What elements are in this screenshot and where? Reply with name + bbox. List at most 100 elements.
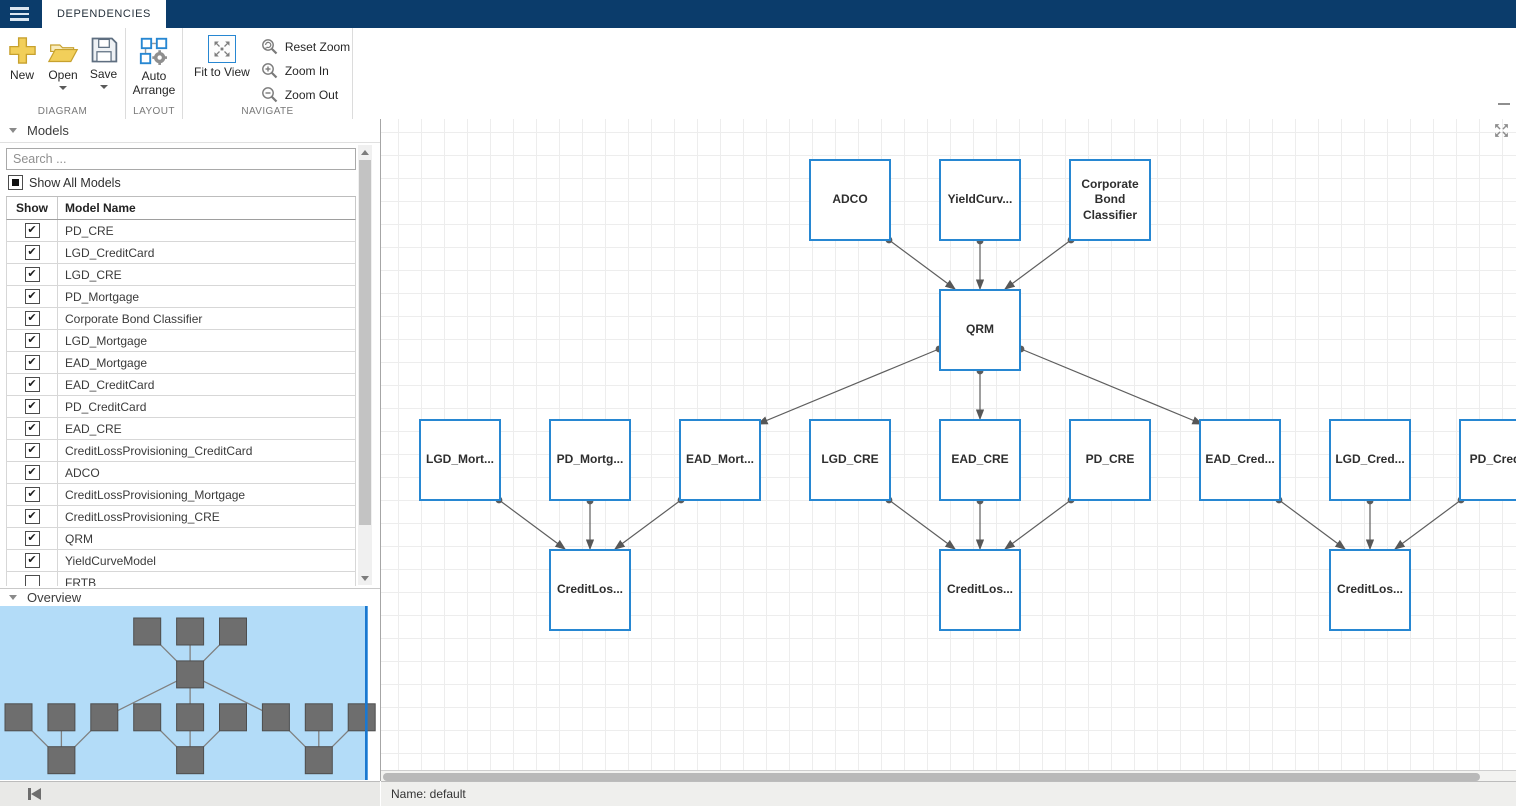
node-PD_Mortgage[interactable]: PD_Mortg... bbox=[549, 419, 631, 501]
fit-to-view-button[interactable]: Fit to View bbox=[191, 35, 253, 80]
collapse-arrow-icon bbox=[9, 595, 17, 600]
checkbox-checked-icon[interactable] bbox=[24, 245, 40, 260]
table-row[interactable]: CreditLossProvisioning_CRE bbox=[6, 506, 356, 528]
minimap-node bbox=[47, 703, 76, 732]
table-row[interactable]: EAD_Mortgage bbox=[6, 352, 356, 374]
ribbon-toolbar: New Open Save DIAGRAM bbox=[0, 28, 1516, 128]
table-row[interactable]: PD_Mortgage bbox=[6, 286, 356, 308]
auto-arrange-button[interactable]: Auto Arrange bbox=[126, 35, 182, 98]
zoom-in-icon bbox=[261, 63, 278, 79]
table-row[interactable]: EAD_CRE bbox=[6, 418, 356, 440]
table-row[interactable]: ADCO bbox=[6, 462, 356, 484]
node-EAD_CreditCard[interactable]: EAD_Cred... bbox=[1199, 419, 1281, 501]
chevron-down-icon[interactable] bbox=[59, 85, 67, 90]
checkbox-checked-icon[interactable] bbox=[24, 289, 40, 304]
checkbox-checked-icon[interactable] bbox=[24, 333, 40, 348]
model-name: LGD_CreditCard bbox=[57, 242, 355, 263]
dependency-edge bbox=[1004, 239, 1072, 290]
new-button[interactable]: New bbox=[4, 35, 41, 83]
table-row[interactable]: CreditLossProvisioning_CreditCard bbox=[6, 440, 356, 462]
node-EAD_Mortgage[interactable]: EAD_Mort... bbox=[679, 419, 761, 501]
collapse-ribbon-icon[interactable] bbox=[1497, 103, 1511, 128]
scrollbar-thumb[interactable] bbox=[359, 160, 371, 525]
node-CLP_CreditCard[interactable]: CreditLos... bbox=[1329, 549, 1411, 631]
zoom-in-button[interactable]: Zoom In bbox=[261, 61, 350, 81]
scroll-up-icon[interactable] bbox=[358, 145, 372, 159]
table-row[interactable]: LGD_CRE bbox=[6, 264, 356, 286]
group-label-diagram: DIAGRAM bbox=[37, 106, 88, 117]
models-panel-header[interactable]: Models bbox=[0, 119, 380, 143]
zoom-out-icon bbox=[261, 87, 278, 103]
statusbar: Name: default bbox=[381, 781, 1516, 806]
table-row[interactable]: PD_CRE bbox=[6, 220, 356, 242]
canvas-hscrollbar[interactable] bbox=[381, 770, 1516, 782]
table-row[interactable]: Corporate Bond Classifier bbox=[6, 308, 356, 330]
node-ADCO[interactable]: ADCO bbox=[809, 159, 891, 241]
table-row[interactable]: EAD_CreditCard bbox=[6, 374, 356, 396]
table-row[interactable]: PD_CreditCard bbox=[6, 396, 356, 418]
checkbox-checked-icon[interactable] bbox=[24, 531, 40, 546]
table-row[interactable]: FRTB bbox=[6, 572, 356, 586]
save-floppy-icon bbox=[91, 37, 117, 63]
table-row[interactable]: CreditLossProvisioning_Mortgage bbox=[6, 484, 356, 506]
checkbox-checked-icon[interactable] bbox=[24, 267, 40, 282]
checkbox-checked-icon[interactable] bbox=[24, 443, 40, 458]
checkbox-checked-icon[interactable] bbox=[24, 509, 40, 524]
reset-zoom-button[interactable]: Reset Zoom bbox=[261, 37, 350, 57]
checkbox-checked-icon[interactable] bbox=[24, 377, 40, 392]
checkbox-checked-icon[interactable] bbox=[24, 223, 40, 238]
skip-to-start-icon[interactable] bbox=[28, 788, 41, 800]
model-name: EAD_Mortgage bbox=[57, 352, 355, 373]
dependency-edge bbox=[888, 239, 956, 290]
checkbox-unchecked-icon[interactable] bbox=[24, 575, 40, 586]
diagram-canvas[interactable]: ADCO YieldCurv... Corporate Bond Classifie… bbox=[381, 119, 1516, 770]
expand-fullscreen-icon[interactable] bbox=[1493, 122, 1510, 144]
new-plus-icon bbox=[8, 37, 36, 64]
checkbox-checked-icon[interactable] bbox=[24, 487, 40, 502]
models-scrollbar[interactable] bbox=[358, 145, 372, 585]
group-label-layout: LAYOUT bbox=[133, 106, 175, 117]
node-PD_CRE[interactable]: PD_CRE bbox=[1069, 419, 1151, 501]
dependency-edge bbox=[888, 499, 956, 550]
open-button[interactable]: Open bbox=[44, 35, 83, 90]
node-CLP_Mortgage[interactable]: CreditLos... bbox=[549, 549, 631, 631]
scrollbar-thumb[interactable] bbox=[383, 772, 1480, 781]
chevron-down-icon[interactable] bbox=[99, 84, 108, 89]
overview-minimap[interactable] bbox=[0, 606, 380, 780]
minimap-node bbox=[304, 703, 333, 732]
table-row[interactable]: LGD_Mortgage bbox=[6, 330, 356, 352]
table-row[interactable]: QRM bbox=[6, 528, 356, 550]
node-PD_CreditCard[interactable]: PD_Cred... bbox=[1459, 419, 1516, 501]
node-LGD_CreditCard[interactable]: LGD_Cred... bbox=[1329, 419, 1411, 501]
scroll-down-icon[interactable] bbox=[358, 571, 372, 585]
save-button[interactable]: Save bbox=[86, 35, 122, 89]
node-LGD_CRE[interactable]: LGD_CRE bbox=[809, 419, 891, 501]
node-LGD_Mortgage[interactable]: LGD_Mort... bbox=[419, 419, 501, 501]
checkbox-checked-icon[interactable] bbox=[24, 421, 40, 436]
hamburger-menu-icon[interactable] bbox=[0, 0, 38, 28]
column-model-name: Model Name bbox=[57, 197, 355, 219]
checkbox-checked-icon[interactable] bbox=[24, 465, 40, 480]
node-CLP_CRE[interactable]: CreditLos... bbox=[939, 549, 1021, 631]
checkbox-indeterminate-icon[interactable] bbox=[8, 175, 23, 190]
tab-dependencies[interactable]: DEPENDENCIES bbox=[42, 0, 166, 28]
show-all-models-checkbox[interactable]: Show All Models bbox=[8, 175, 121, 190]
zoom-out-button[interactable]: Zoom Out bbox=[261, 85, 350, 105]
search-input[interactable] bbox=[6, 148, 356, 170]
node-QRM[interactable]: QRM bbox=[939, 289, 1021, 371]
models-table-header: Show Model Name bbox=[6, 197, 356, 220]
node-CorporateBondClassifier[interactable]: Corporate Bond Classifier bbox=[1069, 159, 1151, 241]
overview-panel-header[interactable]: Overview bbox=[0, 588, 380, 607]
checkbox-checked-icon[interactable] bbox=[24, 399, 40, 414]
checkbox-checked-icon[interactable] bbox=[24, 311, 40, 326]
table-row[interactable]: LGD_CreditCard bbox=[6, 242, 356, 264]
table-row[interactable]: YieldCurveModel bbox=[6, 550, 356, 572]
checkbox-checked-icon[interactable] bbox=[24, 355, 40, 370]
node-YieldCurveModel[interactable]: YieldCurv... bbox=[939, 159, 1021, 241]
dependency-edge bbox=[498, 499, 566, 550]
model-name: YieldCurveModel bbox=[57, 550, 355, 571]
node-EAD_CRE[interactable]: EAD_CRE bbox=[939, 419, 1021, 501]
gear-icon bbox=[152, 50, 167, 65]
show-all-models-label: Show All Models bbox=[29, 175, 121, 190]
checkbox-checked-icon[interactable] bbox=[24, 553, 40, 568]
